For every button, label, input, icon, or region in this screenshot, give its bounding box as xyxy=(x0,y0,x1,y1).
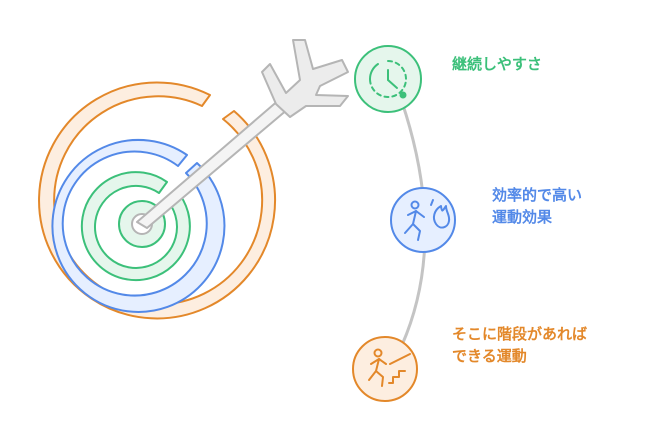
target-ring-green xyxy=(80,171,191,282)
label-stairs-line-1: そこに階段があれば xyxy=(452,325,588,343)
node-ease xyxy=(354,45,422,113)
running-fire-icon xyxy=(404,199,451,241)
label-stairs-line-2: できる運動 xyxy=(452,347,527,365)
label-stairs: そこに階段があれば できる運動 xyxy=(452,323,587,367)
clock-icon xyxy=(368,60,407,99)
label-ease-line-1: 継続しやすさ xyxy=(452,55,542,73)
target-ring-orange xyxy=(38,81,277,320)
stairs-climber-icon xyxy=(368,348,411,387)
node-efficient xyxy=(390,187,456,253)
label-ease: 継続しやすさ xyxy=(452,53,542,75)
label-efficient-line-2: 運動効果 xyxy=(492,208,553,226)
label-efficient-line-1: 効率的で高い xyxy=(492,186,583,204)
target xyxy=(38,81,277,320)
node-stairs xyxy=(352,336,418,402)
target-ring-blue xyxy=(51,138,226,313)
label-efficient: 効率的で高い 運動効果 xyxy=(492,184,582,228)
arrow-icon xyxy=(131,39,349,235)
